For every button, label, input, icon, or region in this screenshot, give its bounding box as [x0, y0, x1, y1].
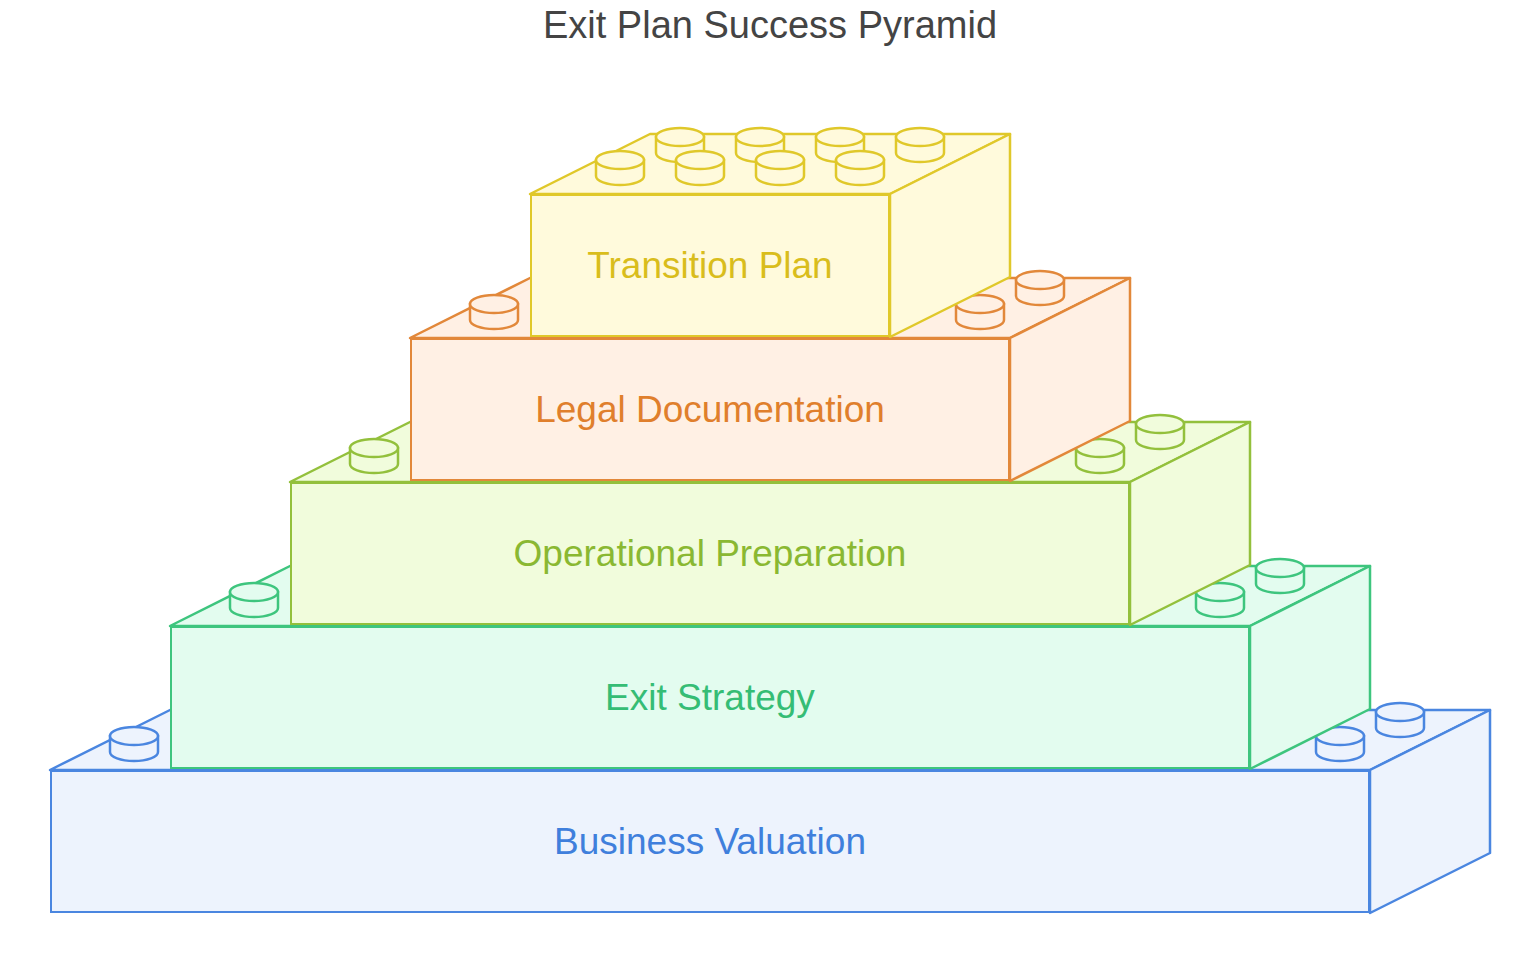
brick-stud — [1376, 703, 1424, 737]
stud-top — [596, 151, 644, 169]
brick-side — [1250, 566, 1370, 769]
brick-stud — [836, 151, 884, 185]
brick-block: Business Valuation — [50, 770, 1370, 913]
stud-top — [836, 151, 884, 169]
stud-top — [756, 151, 804, 169]
brick-block: Operational Preparation — [290, 482, 1130, 625]
brick-block: Exit Strategy — [170, 626, 1250, 769]
stud-top — [1016, 271, 1064, 289]
brick-side — [890, 134, 1010, 337]
stud-top — [1136, 415, 1184, 433]
brick-side — [1010, 278, 1130, 481]
stud-top — [1376, 703, 1424, 721]
diagram-title: Exit Plan Success Pyramid — [0, 4, 1540, 47]
brick-block: Legal Documentation — [410, 338, 1010, 481]
brick-stud — [1256, 559, 1304, 593]
brick-stud — [756, 151, 804, 185]
stud-top — [816, 128, 864, 146]
brick-stud — [470, 295, 518, 329]
brick-stud — [676, 151, 724, 185]
brick-label: Transition Plan — [567, 245, 852, 287]
brick-stud — [110, 727, 158, 761]
brick-side — [1130, 422, 1250, 625]
brick-stud — [1016, 271, 1064, 305]
stud-top — [676, 151, 724, 169]
brick-stud — [350, 439, 398, 473]
brick-label: Legal Documentation — [515, 389, 905, 431]
stud-top — [470, 295, 518, 313]
stud-top — [656, 128, 704, 146]
stud-top — [230, 583, 278, 601]
stud-top — [350, 439, 398, 457]
stud-top — [736, 128, 784, 146]
brick-body — [530, 128, 1010, 337]
brick-label: Exit Strategy — [585, 677, 835, 719]
brick-label: Operational Preparation — [494, 533, 927, 575]
stud-top — [896, 128, 944, 146]
brick-block: Transition Plan — [530, 194, 890, 337]
brick-side — [1370, 710, 1490, 913]
brick-stud — [896, 128, 944, 162]
brick-label: Business Valuation — [534, 821, 886, 863]
stud-top — [1256, 559, 1304, 577]
brick-stud — [1136, 415, 1184, 449]
stud-top — [110, 727, 158, 745]
brick-stud — [596, 151, 644, 185]
brick-stud — [230, 583, 278, 617]
